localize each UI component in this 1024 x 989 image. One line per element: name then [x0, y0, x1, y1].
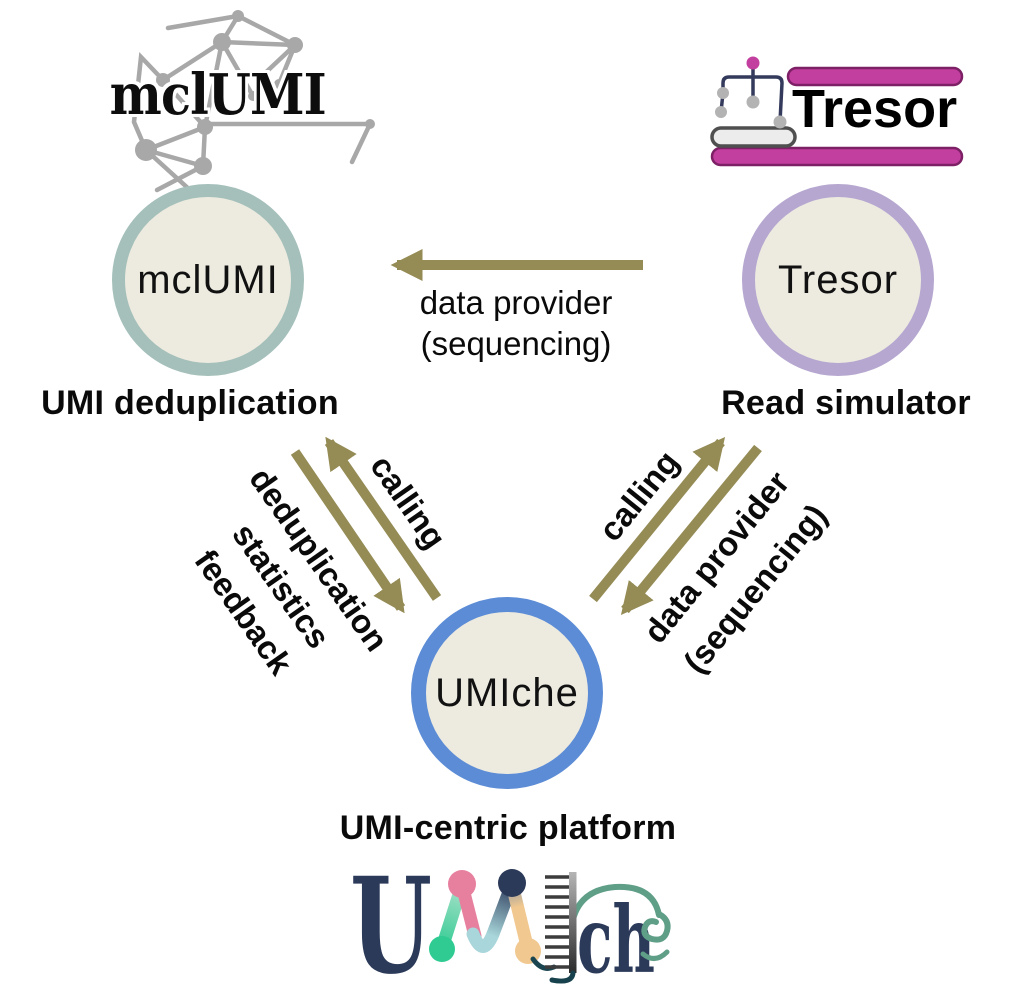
umiche-logo-letter-u: U: [350, 860, 432, 989]
chameleon-arc-icon: [569, 883, 662, 927]
tresor-bar-bottom: [710, 146, 964, 167]
umiche-logo-m-balls: [429, 869, 541, 964]
umiche-logo: U: [350, 860, 671, 989]
node-tresor-label: Tresor: [777, 257, 899, 302]
tresor-logo: Tresor: [710, 56, 964, 167]
node-umiche: UMIche: [411, 597, 603, 789]
tresor-caption: Read simulator: [721, 384, 971, 422]
mclumi-network-icon: [131, 13, 374, 193]
label-line: (sequencing): [420, 325, 612, 362]
tresor-tree-dots: [715, 56, 787, 129]
tresor-tree-icon: [719, 62, 784, 124]
umiche-caption: UMI-centric platform: [339, 809, 677, 847]
mclumi-caption: UMI deduplication: [41, 384, 339, 422]
label-line: data provider: [419, 284, 613, 321]
node-mclumi: mclUMI: [112, 184, 304, 376]
chameleon-coil-icon: [640, 911, 671, 961]
tresor-tray-icon: [710, 126, 797, 148]
tresor-bar-top: [786, 66, 964, 87]
label-data-provider-horizontal: data provider (sequencing): [336, 282, 696, 364]
node-mclumi-label: mclUMI: [137, 257, 279, 302]
mclumi-network-nodes: [135, 10, 375, 175]
arrow-tresor-to-umiche: [620, 444, 762, 615]
umiche-logo-ladder-icon: [545, 872, 577, 984]
node-tresor: Tresor: [742, 184, 934, 376]
arrow-umiche-to-mclumi: [324, 436, 442, 601]
mclumi-logo-text: mclUMI: [109, 62, 327, 128]
node-umiche-label: UMIche: [435, 670, 579, 715]
flow-arrows: [290, 248, 762, 615]
arrow-umiche-to-tresor: [589, 437, 726, 603]
umiche-logo-letters-ch: ch: [577, 886, 655, 989]
tresor-logo-text: Tresor: [792, 79, 957, 139]
arrow-mclumi-to-umiche: [290, 449, 406, 614]
